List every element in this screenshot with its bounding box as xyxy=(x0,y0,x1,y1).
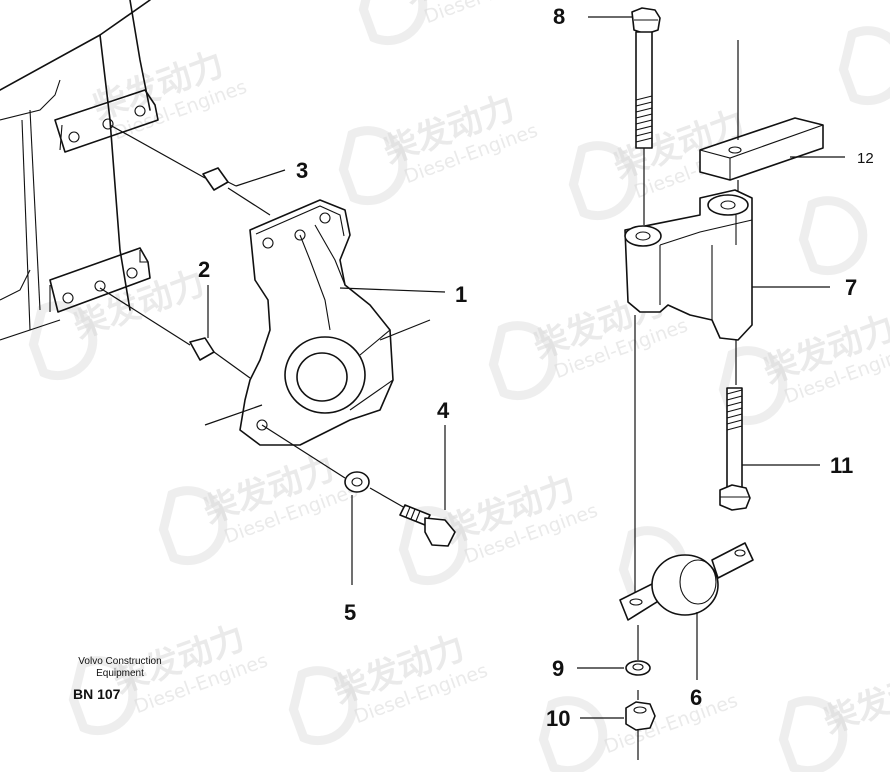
engine-block xyxy=(0,0,159,341)
watermark-tile: 柴发动力 Diesel-Engines xyxy=(338,88,541,206)
bolt-part-4 xyxy=(369,425,456,547)
callout-6: 6 xyxy=(690,685,702,710)
callout-labels: 1 2 3 4 5 6 7 8 9 10 11 12 xyxy=(198,4,874,731)
callout-5: 5 xyxy=(344,600,356,625)
callout-8: 8 xyxy=(553,4,565,29)
watermark-chinese-text: 柴发动力 xyxy=(69,263,210,347)
callout-9: 9 xyxy=(552,656,564,681)
nut-part-10 xyxy=(580,701,656,731)
dowel-pin-part-2 xyxy=(99,285,251,379)
center-axis-line xyxy=(634,315,639,760)
watermark-tile: 柴发动力 Diesel-Engines xyxy=(88,44,250,144)
watermark-chinese-text: 柴发动力 xyxy=(819,658,890,742)
watermark-tile: 柴发动力 Diesel-Engines xyxy=(288,628,491,746)
callout-11: 11 xyxy=(830,453,853,478)
washer-part-9 xyxy=(577,660,651,676)
watermark-tile xyxy=(838,26,890,106)
support-bracket-part-7 xyxy=(624,189,830,385)
callout-7: 7 xyxy=(845,275,857,300)
watermark-tile: 柴发动力 xyxy=(778,658,890,772)
callout-12: 12 xyxy=(857,150,874,167)
callout-10: 10 xyxy=(546,706,570,731)
watermark-tile: 柴发动力 Diesel-Engines xyxy=(358,0,561,46)
watermark-tile xyxy=(798,196,868,276)
callout-2: 2 xyxy=(198,257,210,282)
bolt-part-8 xyxy=(588,7,661,225)
drawing-footer: Volvo Construction Equipment BN 107 xyxy=(55,656,185,702)
callout-3: 3 xyxy=(296,158,308,183)
callout-4: 4 xyxy=(437,398,450,423)
bolt-part-11 xyxy=(719,387,820,511)
watermark-tile: 柴发动力 xyxy=(28,263,210,381)
mounting-bracket-part-1 xyxy=(204,199,446,446)
rubber-bushing-part-6 xyxy=(619,542,754,680)
watermark-english-text: Diesel-Engines xyxy=(601,689,740,758)
dowel-pin-part-3 xyxy=(109,124,286,216)
manufacturer-line-1: Volvo Construction xyxy=(78,656,162,667)
spacer-plate-part-12 xyxy=(699,40,845,200)
drawing-code: BN 107 xyxy=(73,686,121,702)
callout-1: 1 xyxy=(455,282,467,307)
washer-part-5 xyxy=(261,424,370,585)
watermark-english-text: Diesel-Engines xyxy=(421,0,560,28)
manufacturer-line-2: Equipment xyxy=(96,668,144,679)
watermark-tile: 柴发动力 Diesel-Engines xyxy=(158,448,361,566)
